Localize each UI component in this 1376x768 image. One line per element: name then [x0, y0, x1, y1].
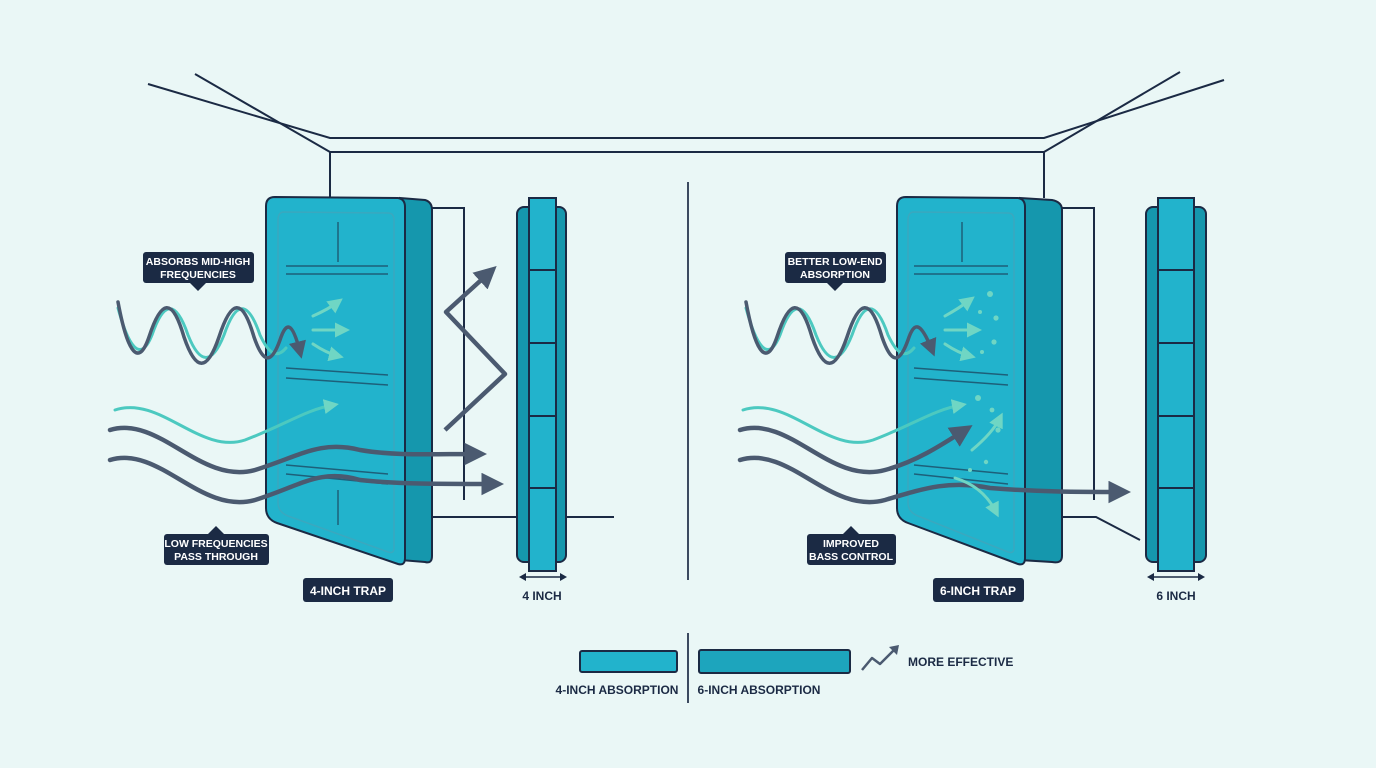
legend-6inch-label: 6-INCH ABSORPTION — [698, 683, 821, 697]
right-trap-label-text: 6-INCH TRAP — [940, 584, 1016, 598]
right-low-wave-dark-2 — [737, 455, 1131, 505]
left-trap-label-text: 4-INCH TRAP — [310, 584, 386, 598]
right-side-profile — [1145, 197, 1207, 572]
left-top-callout-line2: FREQUENCIES — [160, 269, 236, 281]
room-outline — [147, 71, 1225, 198]
right-wall-bracket — [1062, 207, 1141, 541]
left-mid-high-wave-dark — [116, 300, 306, 365]
left-trap-label: 4-INCH TRAP — [303, 578, 393, 602]
right-dimension-arrow — [1147, 573, 1205, 581]
left-top-callout-line1: ABSORBS MID-HIGH — [146, 256, 250, 268]
left-side-profile — [516, 197, 567, 572]
right-waves — [737, 300, 1131, 505]
trend-up-arrow-icon — [861, 647, 897, 671]
legend-4inch-label: 4-INCH ABSORPTION — [556, 683, 679, 697]
legend-trend-label: MORE EFFECTIVE — [908, 655, 1013, 669]
right-bottom-callout: IMPROVED BASS CONTROL — [807, 526, 896, 565]
left-dimension-label: 4 INCH — [522, 589, 561, 603]
right-bottom-callout-line1: IMPROVED — [823, 538, 879, 550]
left-waves — [107, 300, 504, 505]
left-bottom-callout-line1: LOW FREQUENCIES — [164, 538, 267, 550]
right-trap-panel — [896, 195, 1063, 566]
left-low-wave-teal — [113, 399, 339, 444]
right-low-wave-dark-1 — [737, 425, 973, 475]
legend-6inch-bar — [698, 649, 851, 674]
left-top-callout: ABSORBS MID-HIGH FREQUENCIES — [143, 252, 254, 291]
right-dimension-label: 6 INCH — [1156, 589, 1195, 603]
legend-4inch-bar — [579, 650, 678, 673]
left-bottom-callout: LOW FREQUENCIES PASS THROUGH — [164, 526, 269, 565]
right-top-callout-line1: BETTER LOW-END — [788, 256, 883, 268]
right-top-callout: BETTER LOW-END ABSORPTION — [785, 252, 886, 291]
right-absorption-particles — [968, 291, 1001, 472]
right-low-wave-teal — [741, 399, 967, 444]
left-absorption-arrows — [311, 298, 350, 362]
right-top-callout-line2: ABSORPTION — [800, 269, 870, 281]
right-mid-high-wave-dark — [744, 300, 937, 365]
left-dimension-arrow — [519, 573, 567, 581]
left-bottom-callout-line2: PASS THROUGH — [174, 551, 258, 563]
right-bottom-callout-line2: BASS CONTROL — [809, 551, 894, 563]
left-low-wave-dark-2 — [107, 455, 504, 505]
left-reflection-zigzag — [443, 265, 508, 432]
right-trap-label: 6-INCH TRAP — [933, 578, 1024, 602]
left-low-wave-dark-1 — [107, 425, 487, 475]
left-trap-panel — [265, 195, 433, 566]
right-absorption-arrows — [943, 296, 1003, 518]
legend: MORE EFFECTIVE 4-INCH ABSORPTION 6-INCH … — [556, 633, 1013, 703]
